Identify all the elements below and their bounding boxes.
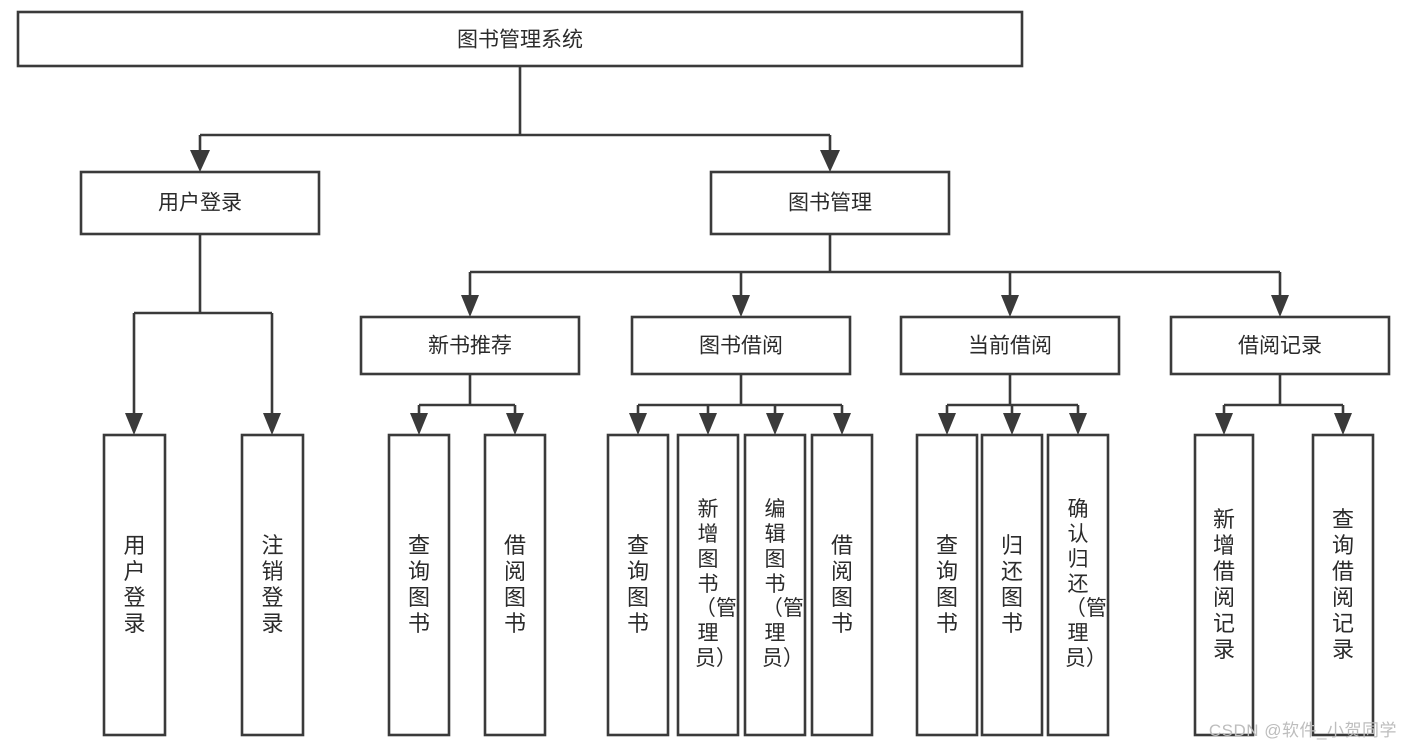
arrow-to-user-login bbox=[190, 150, 210, 172]
arrow-to-leaf-borrow-book-brw bbox=[833, 413, 851, 435]
arrow-to-leaf-query-book-rec bbox=[410, 413, 428, 435]
borrow-record-box[interactable] bbox=[1169, 315, 1391, 376]
leaf-add-book-admin-box[interactable] bbox=[676, 433, 740, 737]
arrow-to-leaf-logout bbox=[263, 413, 281, 435]
leaf-edit-book-admin-box[interactable] bbox=[743, 433, 807, 737]
node-borrow-record[interactable]: 借阅记录 bbox=[1169, 315, 1391, 376]
leaf-query-borrow-record-box[interactable] bbox=[1311, 433, 1375, 737]
book-borrow-label: 图书借阅 bbox=[699, 335, 783, 358]
leaf-confirm-return-admin-box[interactable] bbox=[1046, 433, 1110, 737]
arrow-to-leaf-add-book-admin bbox=[699, 413, 717, 435]
book-borrow-box[interactable] bbox=[630, 315, 852, 376]
user-login-label: 用户登录 bbox=[158, 192, 242, 215]
arrow-to-leaf-query-book-brw bbox=[629, 413, 647, 435]
leaf-add-borrow-record-box[interactable] bbox=[1193, 433, 1255, 737]
current-borrow-box[interactable] bbox=[899, 315, 1121, 376]
arrow-to-leaf-borrow-book-rec bbox=[506, 413, 524, 435]
leaf-query-book-cur-box[interactable] bbox=[915, 433, 979, 737]
arrow-to-leaf-edit-book-admin bbox=[766, 413, 784, 435]
user-login-box[interactable] bbox=[79, 170, 321, 236]
node-new-book-recommend[interactable]: 新书推荐 bbox=[359, 315, 581, 376]
leaf-user-login-box[interactable] bbox=[102, 433, 167, 737]
new-book-recommend-label: 新书推荐 bbox=[428, 335, 512, 358]
leaf-borrow-book-brw-box[interactable] bbox=[810, 433, 874, 737]
node-root[interactable]: 图书管理系统 bbox=[16, 10, 1024, 68]
connectors bbox=[125, 66, 1352, 435]
current-borrow-label: 当前借阅 bbox=[968, 335, 1052, 358]
leaf-borrow-book-rec-box[interactable] bbox=[483, 433, 547, 737]
root-label: 图书管理系统 bbox=[457, 29, 583, 52]
arrow-to-book-manage bbox=[820, 150, 840, 172]
arrow-to-new-book-recommend bbox=[461, 295, 479, 317]
arrow-to-leaf-user-login bbox=[125, 413, 143, 435]
leaf-logout-box[interactable] bbox=[240, 433, 305, 737]
new-book-recommend-box[interactable] bbox=[359, 315, 581, 376]
arrow-to-current-borrow bbox=[1001, 295, 1019, 317]
arrow-to-leaf-query-borrow-record bbox=[1334, 413, 1352, 435]
arrow-to-borrow-record bbox=[1271, 295, 1289, 317]
node-user-login[interactable]: 用户登录 bbox=[79, 170, 321, 236]
arrow-to-leaf-add-borrow-record bbox=[1215, 413, 1233, 435]
arrow-to-leaf-return-book bbox=[1003, 413, 1021, 435]
arrow-to-leaf-query-book-cur bbox=[938, 413, 956, 435]
arrow-to-leaf-confirm-return-admin bbox=[1069, 413, 1087, 435]
borrow-record-label: 借阅记录 bbox=[1238, 335, 1322, 358]
root-box[interactable] bbox=[16, 10, 1024, 68]
node-book-borrow[interactable]: 图书借阅 bbox=[630, 315, 852, 376]
leaf-return-book-box[interactable] bbox=[980, 433, 1044, 737]
book-manage-label: 图书管理 bbox=[788, 192, 872, 215]
leaf-query-book-brw-box[interactable] bbox=[606, 433, 670, 737]
book-manage-box[interactable] bbox=[709, 170, 951, 236]
leaf-query-book-rec-box[interactable] bbox=[387, 433, 451, 737]
arrow-to-book-borrow bbox=[732, 295, 750, 317]
leaf-boxes bbox=[102, 433, 1375, 737]
node-current-borrow[interactable]: 当前借阅 bbox=[899, 315, 1121, 376]
node-book-manage[interactable]: 图书管理 bbox=[709, 170, 951, 236]
